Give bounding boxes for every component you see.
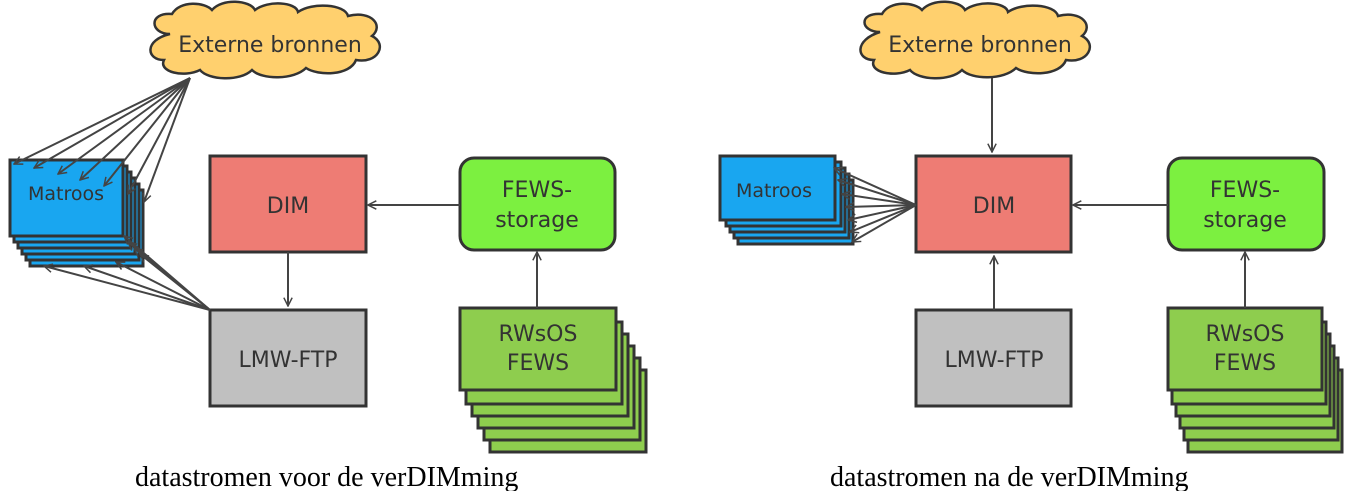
externe-bronnen-label: Externe bronnen (178, 33, 362, 58)
right-diagram: Externe bronnen Matroos DIM FEWS- storag… (718, 0, 1344, 491)
fews-storage-label-line2: storage (1203, 208, 1287, 233)
arrow-externe-matroos (104, 77, 191, 186)
arrow-externe-matroos (80, 77, 191, 180)
lmw-ftp-label: LMW-FTP (944, 348, 1043, 373)
arrow-lmwftp-matroos (140, 254, 211, 311)
edge-externe-to-matroos (14, 77, 191, 202)
fews-storage-node: FEWS- storage (458, 156, 617, 252)
dim-label: DIM (267, 194, 309, 219)
arrow-lmwftp-matroos (84, 266, 211, 311)
dim-node: DIM (208, 154, 368, 254)
arrow-externe-matroos (14, 77, 191, 165)
fews-storage-label-line1: FEWS- (1210, 178, 1280, 203)
edge-lmwftp-to-matroos (44, 236, 211, 311)
matroos-label: Matroos (736, 180, 812, 202)
dim-box (914, 154, 1073, 254)
lmw-ftp-box (208, 308, 368, 408)
rwsos-label-line1: RWsOS (499, 322, 578, 347)
rwsos-fews-stack: RWsOS FEWS (1166, 306, 1344, 454)
arrow-lmwftp-matroos (44, 266, 211, 311)
rwsos-label-line1: RWsOS (1206, 322, 1285, 347)
arrow-dim-matroos (842, 194, 917, 206)
arrow-dim-matroos (834, 168, 917, 206)
arrow-lmwftp-matroos (116, 261, 211, 311)
lmw-ftp-label: LMW-FTP (238, 348, 337, 373)
rwsos-label-line2: FEWS (507, 351, 569, 376)
cloud-shape (149, 0, 382, 80)
fews-storage-node: FEWS- storage (1166, 156, 1326, 252)
externe-bronnen-cloud: Externe bronnen (149, 0, 382, 80)
right-caption: datastromen na de verDIMming (830, 462, 1188, 491)
externe-bronnen-cloud: Externe bronnen (859, 0, 1092, 80)
arrow-dim-matroos (838, 180, 917, 206)
fews-storage-box (458, 156, 617, 252)
fews-storage-label-line2: storage (495, 208, 579, 233)
left-diagram: Externe bronnen Matroos DIM FEWS- storag… (8, 0, 648, 491)
fews-storage-label-line1: FEWS- (502, 178, 572, 203)
right-edges (834, 78, 1245, 310)
matroos-stack: Matroos (8, 158, 145, 268)
edge-dim-to-matroos (834, 168, 917, 243)
arrow-dim-matroos (848, 204, 917, 220)
matroos-label: Matroos (28, 183, 104, 205)
matroos-box (718, 154, 837, 222)
rwsos-fews-box (458, 306, 618, 392)
arrow-externe-matroos (58, 77, 191, 174)
arrow-dim-matroos (846, 205, 917, 207)
rwsos-fews-box (1166, 306, 1324, 392)
lmw-ftp-node: LMW-FTP (208, 308, 368, 408)
externe-bronnen-label: Externe bronnen (888, 33, 1072, 58)
arrow-dim-matroos (850, 204, 917, 232)
cloud-shape (859, 0, 1092, 80)
arrow-externe-matroos (127, 77, 191, 194)
fews-storage-box (1166, 156, 1326, 252)
arrow-externe-matroos (34, 77, 191, 169)
left-edges (14, 77, 537, 311)
arrow-dim-matroos (852, 204, 917, 243)
dim-node: DIM (914, 154, 1073, 254)
dim-label: DIM (973, 194, 1015, 219)
rwsos-fews-stack: RWsOS FEWS (458, 306, 648, 454)
rwsos-label-line2: FEWS (1214, 351, 1276, 376)
arrow-externe-matroos (144, 77, 191, 202)
matroos-stack: Matroos (718, 154, 855, 246)
lmw-ftp-node: LMW-FTP (914, 308, 1073, 408)
left-caption: datastromen voor de verDIMming (135, 462, 518, 491)
dim-box (208, 154, 368, 254)
